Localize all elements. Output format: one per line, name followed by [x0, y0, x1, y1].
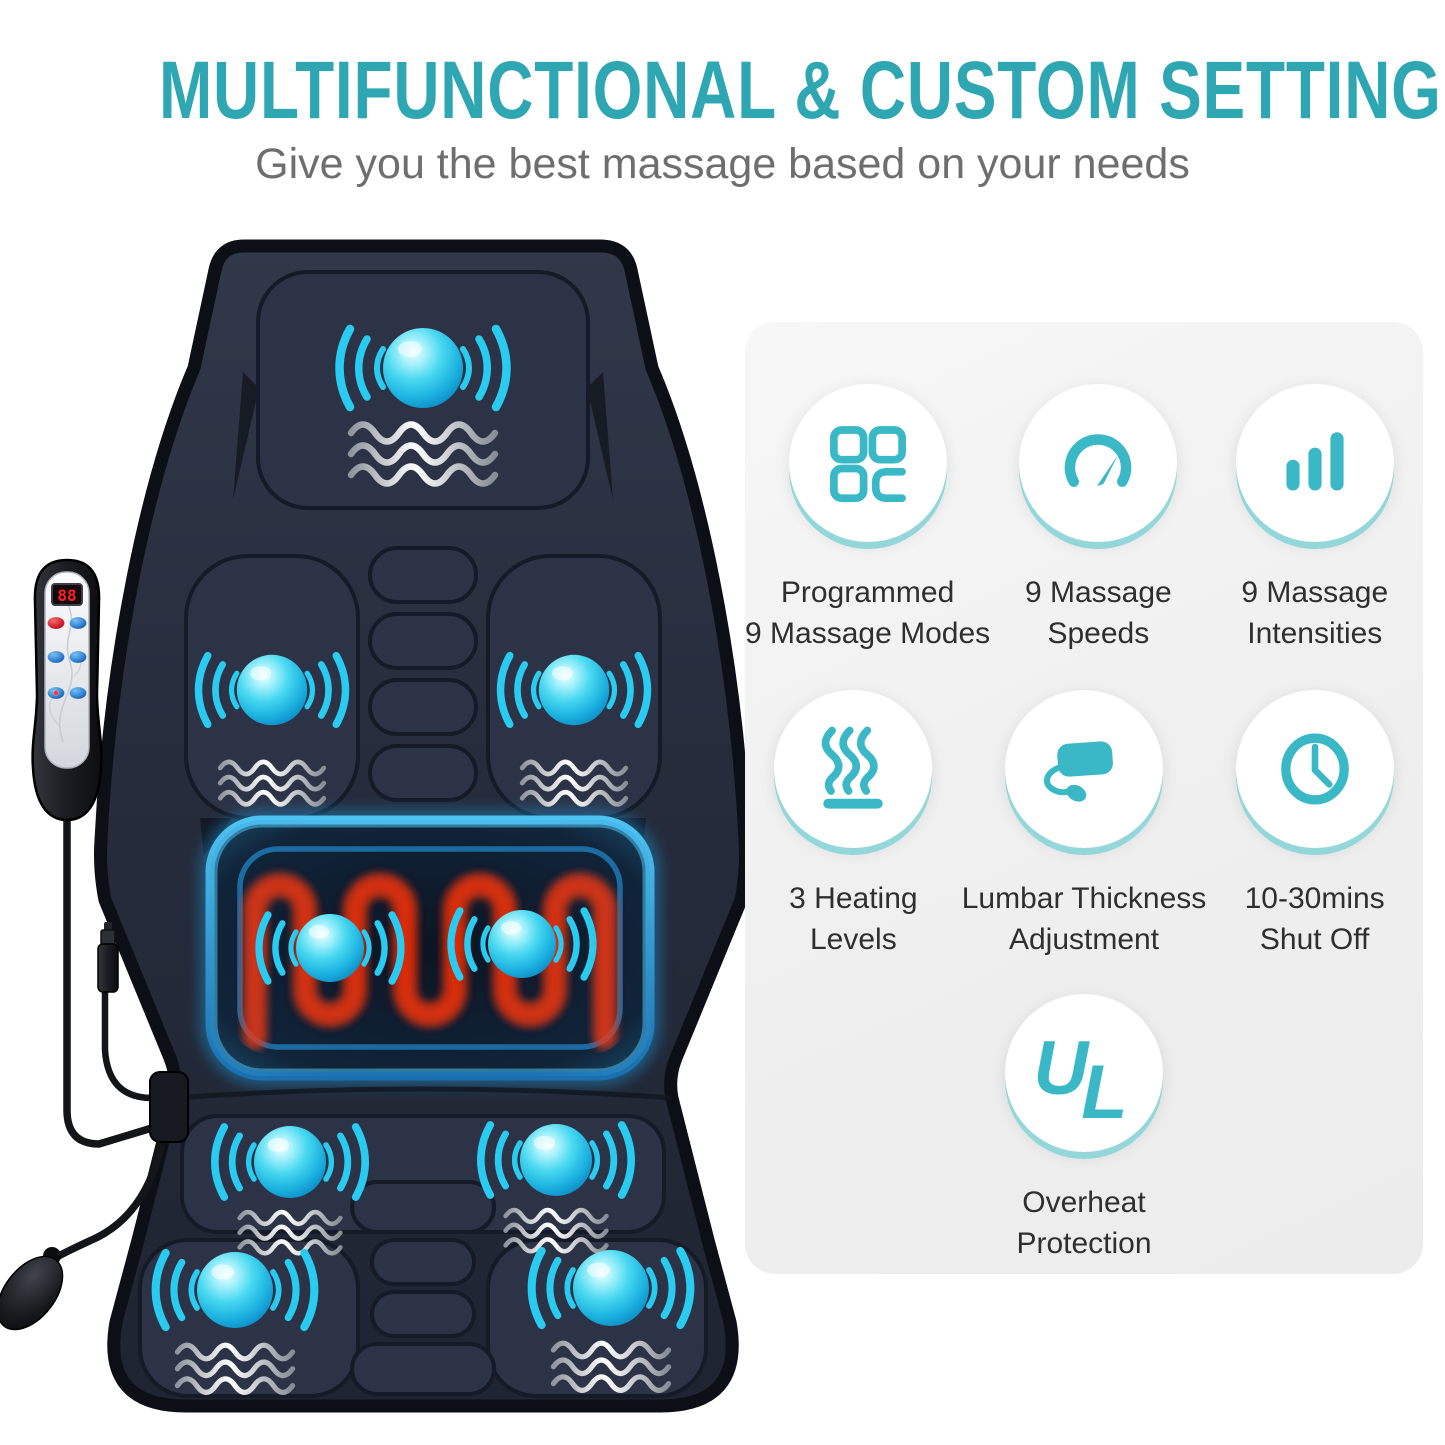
- remote-display-value: 88: [57, 586, 76, 605]
- feature-label-line2: Levels: [810, 923, 897, 956]
- lumbar-heating-panel: [200, 810, 660, 1086]
- massage-modes-grid-icon: [829, 426, 906, 503]
- air-pump-bulb: [0, 1247, 64, 1331]
- power-connector-plug: [97, 922, 119, 993]
- feature-massage-modes: Programmed 9 Massage Modes: [745, 384, 990, 654]
- feature-lumbar-adjustment: Lumbar Thickness Adjustment: [961, 690, 1207, 960]
- timer-clock-icon: [1280, 733, 1349, 805]
- lumbar-pillow-pump-icon: [1043, 741, 1113, 802]
- cable-junction: [149, 1071, 189, 1143]
- feature-label-line2: Protection: [1016, 1227, 1152, 1260]
- remote-power-button: [47, 616, 65, 630]
- remote-buttons: [47, 616, 87, 700]
- feature-overheat-protection: U L Overheat Protection: [971, 994, 1197, 1264]
- remote-control: 88: [31, 558, 103, 822]
- feature-label-line2: Shut Off: [1259, 923, 1370, 956]
- feature-label-line1: 9 Massage: [1024, 576, 1172, 609]
- feature-label-line2: 9 Massage Modes: [745, 617, 991, 650]
- features-panel: Programmed 9 Massage Modes 9 Massage Spe…: [745, 322, 1423, 1274]
- feature-massage-intensities: 9 Massage Intensities: [1207, 384, 1423, 654]
- feature-auto-shutoff: 10-30mins Shut Off: [1206, 690, 1423, 960]
- page-subtitle: Give you the best massage based on your …: [255, 140, 1190, 188]
- intensity-bars-icon: [1286, 432, 1344, 491]
- feature-label-line2: Intensities: [1247, 617, 1383, 650]
- remote-led-display: [51, 583, 83, 606]
- feature-label-line2: Speeds: [1047, 617, 1150, 650]
- feature-label-line1: 10-30mins: [1244, 882, 1385, 915]
- remote-button: [69, 650, 87, 664]
- seat-center-bumps: [350, 1180, 496, 1396]
- remote-button: [69, 686, 87, 700]
- remote-mode-button: [69, 616, 87, 630]
- spine-bumps: [368, 546, 478, 802]
- speedometer-icon: [1065, 434, 1132, 487]
- remote-button: [47, 650, 65, 664]
- ul-mark-icon: U L: [1033, 1031, 1134, 1131]
- ul-mark-l: L: [1081, 1050, 1128, 1135]
- feature-heating-levels: 3 Heating Levels: [745, 690, 962, 960]
- left-shoulder-groove: [233, 372, 259, 500]
- feature-label-line1: Overheat: [1022, 1186, 1146, 1219]
- page-title: MULTIFUNCTIONAL & CUSTOM SETTING: [158, 45, 1442, 136]
- waist-seam: [173, 1086, 673, 1101]
- feature-label-line1: Lumbar Thickness: [961, 882, 1207, 915]
- ul-mark-u: U: [1033, 1026, 1089, 1111]
- heat-waves-icon: [822, 726, 884, 809]
- right-shoulder-groove: [587, 372, 613, 500]
- feature-label-line2: Adjustment: [1008, 923, 1160, 956]
- feature-label-line1: 9 Massage: [1241, 576, 1389, 609]
- feature-label-line1: Programmed: [780, 576, 955, 609]
- feature-label-line1: 3 Heating: [789, 882, 918, 915]
- feature-massage-speeds: 9 Massage Speeds: [990, 384, 1206, 654]
- connector-cable: [101, 984, 156, 1102]
- remote-cable: [63, 816, 156, 1148]
